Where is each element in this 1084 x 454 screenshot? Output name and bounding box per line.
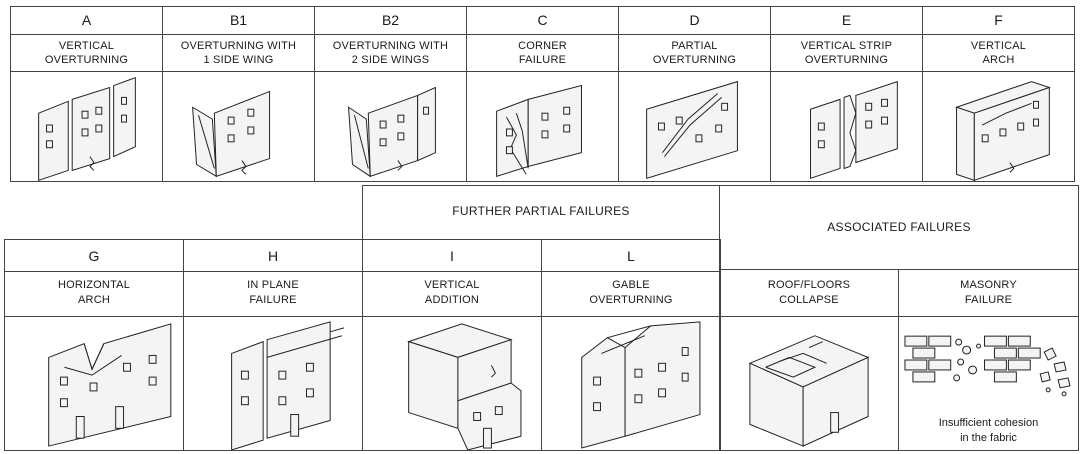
mechanism-cell-roof-floors-collapse: ROOF/FLOORS COLLAPSE xyxy=(719,269,899,451)
mechanism-cell-h: H IN PLANE FAILURE xyxy=(183,239,363,451)
mechanism-letter: H xyxy=(267,248,279,264)
mechanism-cell-b2: B2 OVERTURNING WITH 2 SIDE WINGS xyxy=(314,6,467,182)
masonry-caption-line2: in the fabric xyxy=(960,432,1017,444)
masonry-failure-sketch xyxy=(899,318,1078,406)
mechanism-cell-d: D PARTIAL OVERTURNING xyxy=(618,6,771,182)
mechanism-letter: E xyxy=(841,12,852,28)
mechanism-label-line1: VERTICAL STRIP xyxy=(800,40,893,52)
mechanism-label-line2: COLLAPSE xyxy=(779,294,839,306)
mechanism-label-line2: FAILURE xyxy=(964,294,1013,306)
side-wing-overturning-sketch xyxy=(163,73,314,181)
mechanism-label-line1: OVERTURNING WITH xyxy=(180,40,297,52)
gable-overturning-sketch xyxy=(542,318,720,450)
mechanism-label-line2: ARCH xyxy=(78,294,110,306)
mechanism-label-line1: PARTIAL xyxy=(671,40,718,52)
mechanism-label-line2: OVERTURNING xyxy=(652,54,737,66)
mechanism-letter: A xyxy=(81,12,92,28)
corner-failure-sketch xyxy=(467,73,618,181)
mechanism-cell-f: F VERTICAL ARCH xyxy=(922,6,1075,182)
group-title: ASSOCIATED FAILURES xyxy=(827,220,971,234)
mechanism-letter: B1 xyxy=(229,12,248,28)
mechanism-label-line1: VERTICAL xyxy=(424,279,480,291)
vertical-overturning-sketch xyxy=(11,73,162,181)
mechanism-label-line1: MASONRY xyxy=(960,279,1017,291)
group-title: FURTHER PARTIAL FAILURES xyxy=(452,204,630,218)
mechanism-letter: I xyxy=(450,248,454,264)
mechanism-label-line2: ARCH xyxy=(982,54,1015,66)
further-partial-failures-header: FURTHER PARTIAL FAILURES xyxy=(362,185,720,240)
mechanism-label-line2: OVERTURNING xyxy=(804,54,889,66)
associated-failures-header: ASSOCIATED FAILURES xyxy=(719,185,1079,270)
mechanism-cell-l: L GABLE OVERTURNING xyxy=(541,239,721,451)
mechanism-cell-masonry-failure: MASONRY FAILURE Insufficient cohesion xyxy=(898,269,1079,451)
mechanism-letter: B2 xyxy=(381,12,400,28)
mechanism-label-line2: FAILURE xyxy=(249,294,297,306)
mechanism-cell-g: G HORIZONTAL ARCH xyxy=(4,239,184,451)
vertical-arch-sketch xyxy=(923,73,1074,181)
mechanism-label-line1: VERTICAL xyxy=(58,40,115,52)
mechanism-letter: D xyxy=(689,12,700,28)
two-side-wings-overturning-sketch xyxy=(315,73,466,181)
mechanism-cell-c: C CORNER FAILURE xyxy=(466,6,619,182)
mechanism-letter: L xyxy=(627,248,635,264)
mechanism-label-line1: GABLE xyxy=(612,279,650,291)
mechanism-label-line2: 1 SIDE WING xyxy=(203,54,274,66)
mechanism-label-line2: OVERTURNING xyxy=(44,54,129,66)
mechanism-label-line1: IN PLANE xyxy=(247,279,299,291)
mechanism-letter: F xyxy=(994,12,1003,28)
masonry-caption-line1: Insufficient cohesion xyxy=(938,417,1039,429)
vertical-addition-sketch xyxy=(363,318,541,450)
mechanism-letter: G xyxy=(88,248,100,264)
mechanism-label-line1: VERTICAL xyxy=(970,40,1027,52)
mechanism-label-line1: ROOF/FLOORS xyxy=(767,279,851,291)
mechanism-label-line1: HORIZONTAL xyxy=(57,279,131,291)
horizontal-arch-sketch xyxy=(5,318,183,450)
mechanism-letter: C xyxy=(537,12,548,28)
mechanism-cell-e: E VERTICAL STRIP OVERTURNING xyxy=(770,6,923,182)
in-plane-failure-sketch xyxy=(184,318,362,450)
mechanism-label-line1: CORNER xyxy=(518,40,567,52)
mechanism-label-line1: OVERTURNING WITH xyxy=(332,40,449,52)
mechanism-label-line2: ADDITION xyxy=(424,294,480,306)
mechanism-cell-a: A VERTICAL OVERTURNING xyxy=(10,6,163,182)
mechanism-cell-i: I VERTICAL ADDITION xyxy=(362,239,542,451)
mechanism-label-line2: FAILURE xyxy=(518,54,567,66)
vertical-strip-overturning-sketch xyxy=(771,73,922,181)
mechanism-label-line2: 2 SIDE WINGS xyxy=(351,54,430,66)
mechanism-cell-b1: B1 OVERTURNING WITH 1 SIDE WING xyxy=(162,6,315,182)
roof-floors-collapse-sketch xyxy=(720,318,898,450)
partial-overturning-sketch xyxy=(619,73,770,181)
mechanism-label-line2: OVERTURNING xyxy=(589,294,673,306)
